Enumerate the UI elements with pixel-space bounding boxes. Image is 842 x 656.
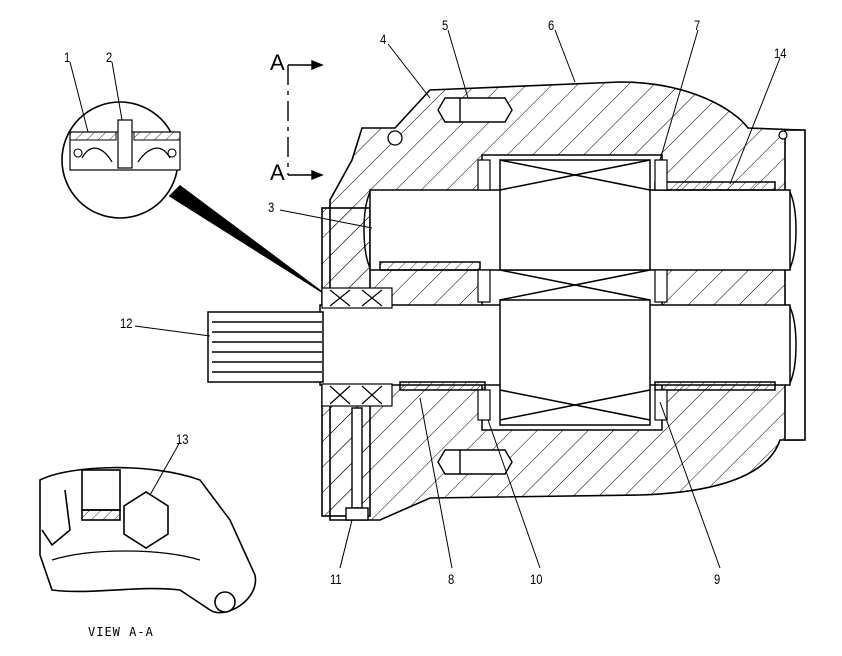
callout-13: 13: [176, 431, 189, 447]
callout-2: 2: [106, 49, 113, 65]
driven-gear-shaft: [363, 159, 797, 301]
callout-4: 4: [380, 31, 387, 47]
view-a-a-inset: [39, 466, 257, 614]
callout-1: 1: [64, 49, 71, 65]
view-title: VIEW A-A: [88, 625, 154, 639]
vent-port: [387, 130, 403, 146]
drive-gear-shaft: [207, 299, 797, 426]
section-marker-top: A: [270, 50, 285, 75]
plug: [778, 130, 788, 140]
callout-9: 9: [714, 571, 721, 587]
shaft-bearings: [321, 287, 393, 407]
callout-5: 5: [442, 17, 449, 33]
section-line: [287, 59, 324, 181]
leader-lines: [69, 29, 781, 569]
bolt: [345, 407, 369, 521]
callout-8: 8: [448, 571, 455, 587]
callout-14: 14: [774, 45, 787, 61]
callout-6: 6: [548, 17, 555, 33]
callout-3: 3: [268, 199, 275, 215]
section-marker-bottom: A: [270, 160, 285, 185]
callout-12: 12: [120, 315, 133, 331]
callout-7: 7: [694, 17, 701, 33]
callout-10: 10: [530, 571, 543, 587]
dowel-pins: [437, 97, 513, 475]
detail-view: [61, 101, 323, 293]
callout-11: 11: [330, 571, 342, 587]
